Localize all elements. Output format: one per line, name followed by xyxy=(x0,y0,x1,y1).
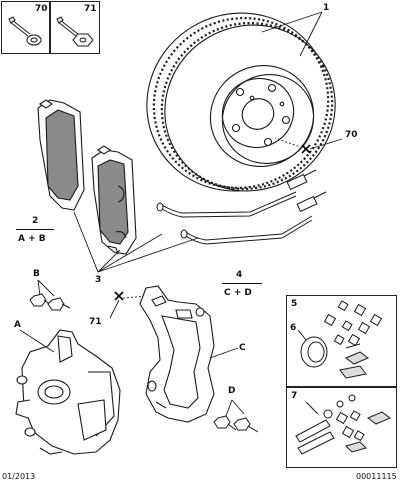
ref-6: 6 xyxy=(290,323,297,333)
ref-2-sub: A + B xyxy=(18,234,46,244)
ref-1: 1 xyxy=(323,3,330,13)
kit-box-5 xyxy=(286,295,397,387)
ref-3: 3 xyxy=(95,275,102,285)
ref-4-divider xyxy=(222,283,262,284)
ref-7: 7 xyxy=(291,391,298,401)
ref-B: B xyxy=(33,269,40,279)
ref-C: C xyxy=(239,343,246,353)
ref-2: 2 xyxy=(32,216,39,226)
ref-70-top: 70 xyxy=(35,4,48,14)
ref-A: A xyxy=(14,320,21,330)
footer-date: 01/2013 xyxy=(2,472,36,481)
ref-4: 4 xyxy=(236,270,243,280)
ref-70-disc: 70 xyxy=(345,130,358,140)
ref-4-sub: C + D xyxy=(224,288,252,298)
footer-code: 00011115 xyxy=(356,472,397,481)
ref-71-mid: 71 xyxy=(89,317,102,327)
kit-box-7 xyxy=(286,387,397,468)
ref-D: D xyxy=(228,386,236,396)
screw-box-70 xyxy=(1,1,50,54)
ref-2-divider xyxy=(16,229,54,230)
ref-5: 5 xyxy=(291,299,298,309)
ref-71-top: 71 xyxy=(84,4,97,14)
